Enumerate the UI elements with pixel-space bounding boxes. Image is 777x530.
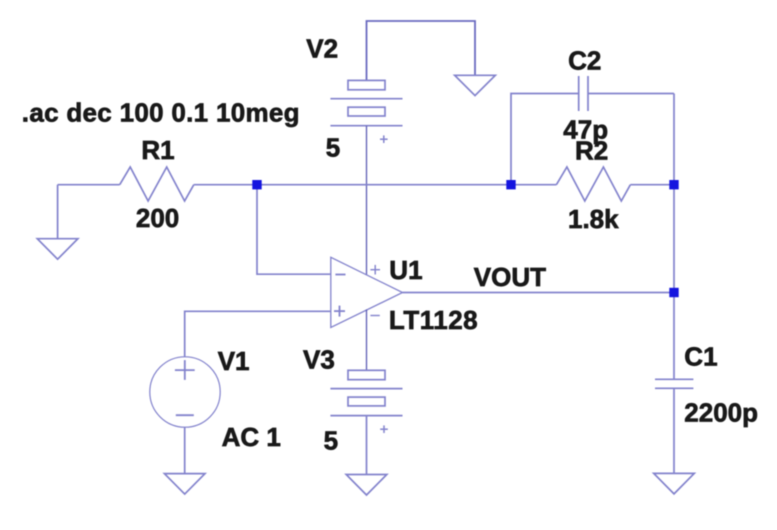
svg-text:1.8k: 1.8k — [568, 204, 619, 234]
svg-text:5: 5 — [326, 132, 340, 162]
svg-text:.ac dec 100 0.1 10meg: .ac dec 100 0.1 10meg — [22, 98, 300, 128]
svg-text:LT1128: LT1128 — [389, 305, 478, 335]
svg-text:V1: V1 — [218, 346, 250, 376]
svg-text:R2: R2 — [575, 136, 608, 166]
svg-text:2200p: 2200p — [684, 398, 758, 428]
svg-text:V3: V3 — [303, 345, 335, 375]
svg-text:AC 1: AC 1 — [222, 422, 281, 452]
svg-text:R1: R1 — [141, 135, 174, 165]
svg-text:5: 5 — [324, 426, 338, 456]
svg-text:VOUT: VOUT — [474, 262, 546, 292]
svg-text:200: 200 — [136, 203, 179, 233]
svg-text:47p: 47p — [563, 114, 608, 144]
svg-text:C1: C1 — [684, 342, 717, 372]
svg-text:C2: C2 — [568, 46, 601, 76]
svg-text:U1: U1 — [389, 255, 422, 285]
svg-text:V2: V2 — [306, 34, 338, 64]
